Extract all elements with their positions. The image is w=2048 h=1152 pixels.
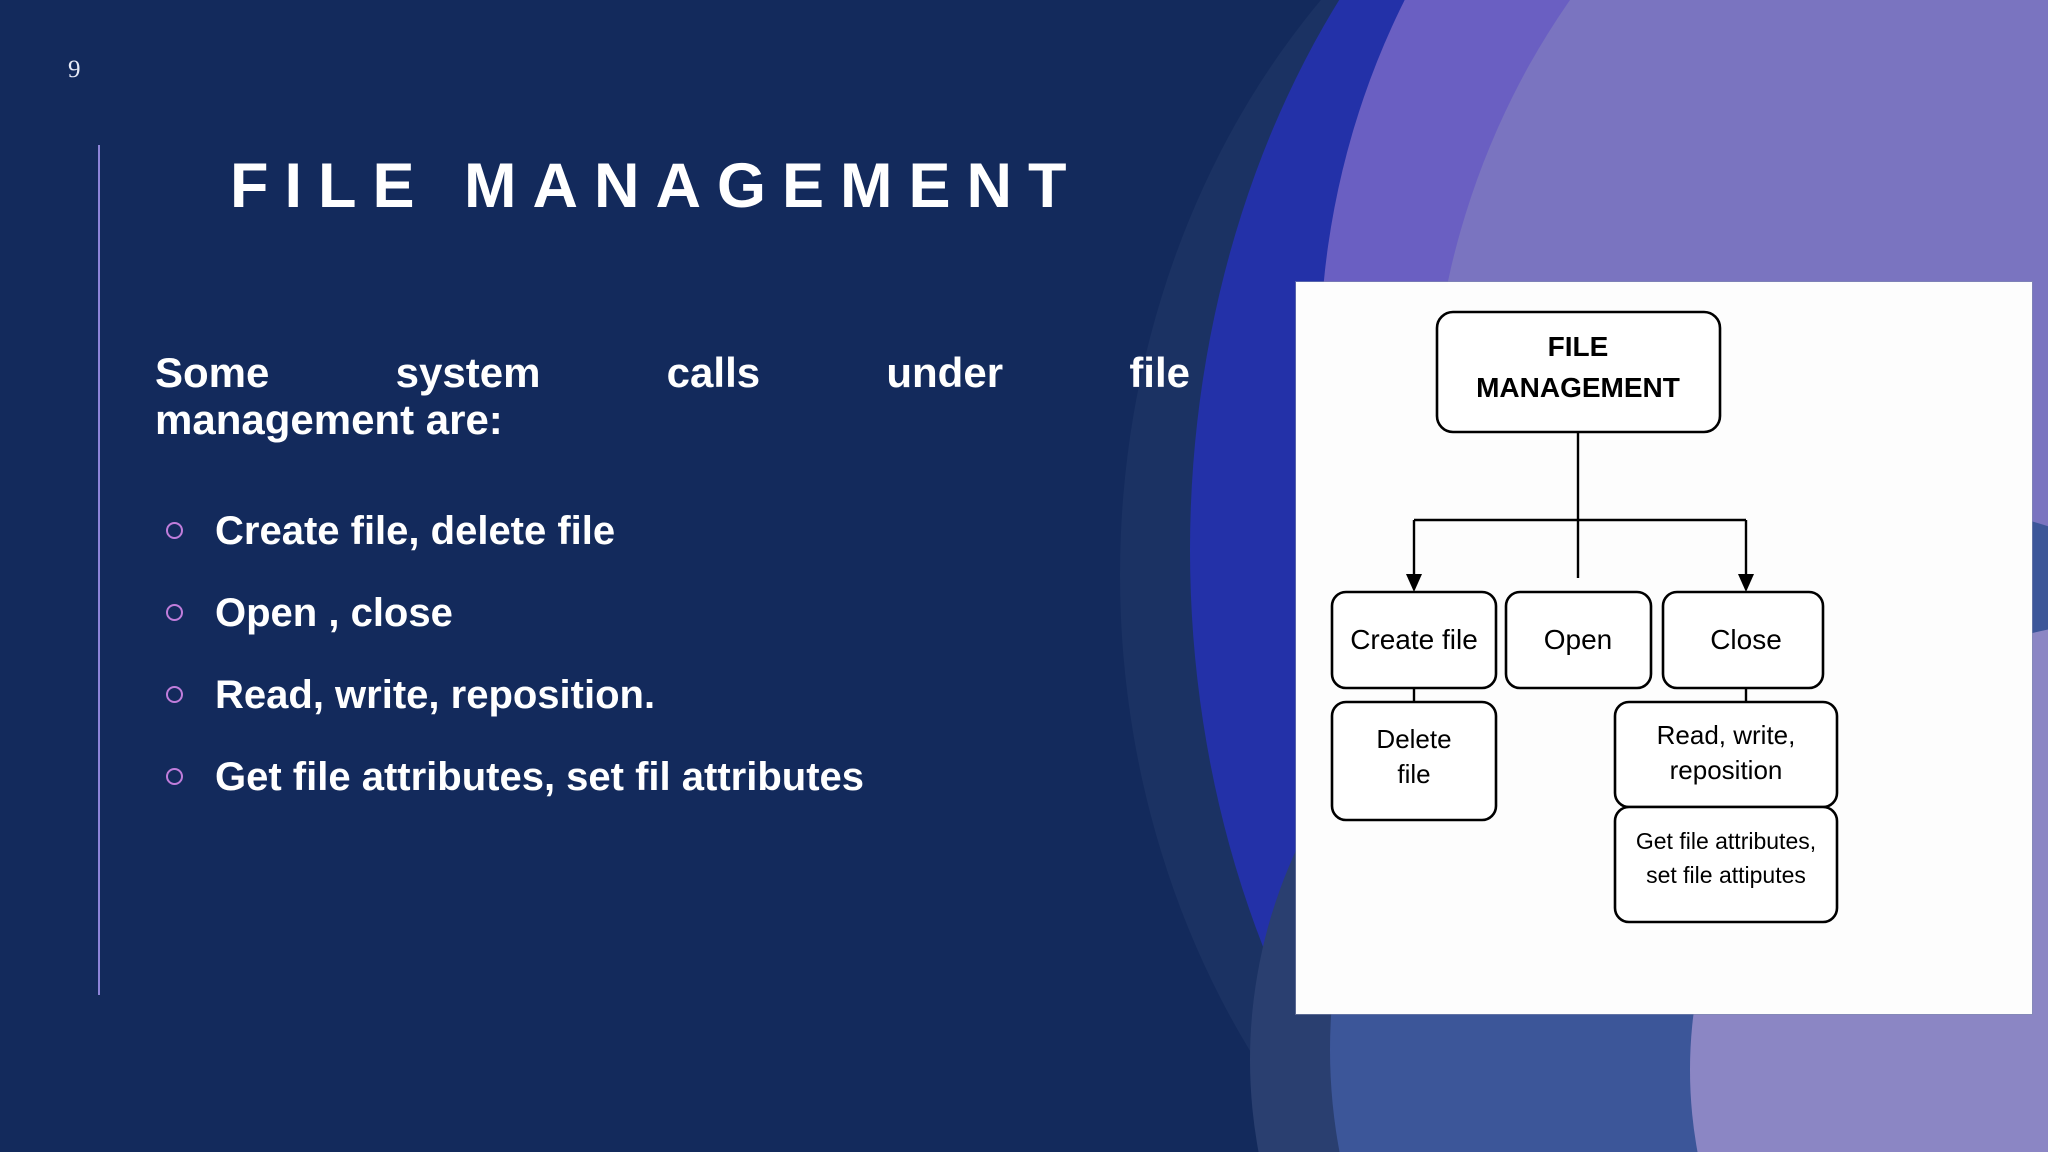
list-item: Read, write, reposition. xyxy=(155,654,1255,736)
list-item: Create file, delete file xyxy=(155,490,1255,572)
bullet-circle-icon xyxy=(166,686,183,703)
node-delete-file-line-1: Delete xyxy=(1376,724,1451,754)
node-file-management-line-1: FILE xyxy=(1548,331,1609,362)
node-file-management xyxy=(1435,310,1722,434)
decorative-circle-slate-top xyxy=(1390,0,2048,330)
node-close-label: Close xyxy=(1710,624,1782,655)
lead-paragraph: Some system calls under file management … xyxy=(155,349,1190,443)
list-item-label: Read, write, reposition. xyxy=(215,673,656,717)
node-create-file xyxy=(1330,590,1498,690)
bullet-circle-icon xyxy=(166,604,183,621)
bullet-circle-icon xyxy=(166,768,183,785)
arrowhead-close xyxy=(1738,574,1754,592)
node-read-write-reposition-line-1: Read, write, xyxy=(1657,720,1796,750)
diagram-panel: FILE MANAGEMENT Create file Open Close D… xyxy=(1296,282,2032,1014)
file-management-tree-diagram: FILE MANAGEMENT Create file Open Close D… xyxy=(1330,310,1839,924)
node-file-management-line-2: MANAGEMENT xyxy=(1476,372,1680,403)
accent-rule-divider xyxy=(98,145,100,995)
list-item-label: Open , close xyxy=(215,591,453,635)
node-get-set-file-attributes-line-1: Get file attributes, xyxy=(1636,828,1816,854)
list-item-label: Create file, delete file xyxy=(215,509,616,553)
page-number: 9 xyxy=(68,56,81,83)
arrowhead-create-file xyxy=(1406,574,1422,592)
node-open xyxy=(1504,590,1653,690)
node-get-set-file-attributes xyxy=(1613,805,1839,924)
node-get-set-file-attributes-line-2: set file attiputes xyxy=(1646,862,1806,888)
node-open-label: Open xyxy=(1544,624,1613,655)
list-item-label: Get file attributes, set fil attributes xyxy=(215,755,865,799)
bullet-list: Create file, delete file Open , close Re… xyxy=(155,490,1255,818)
list-item: Get file attributes, set fil attributes xyxy=(155,736,1255,818)
bullet-circle-icon xyxy=(166,522,183,539)
list-item: Open , close xyxy=(155,572,1255,654)
node-close xyxy=(1661,590,1825,690)
node-delete-file xyxy=(1330,700,1498,822)
node-delete-file-line-2: file xyxy=(1397,759,1430,789)
lead-paragraph-line-2: management are: xyxy=(155,396,503,444)
node-create-file-label: Create file xyxy=(1350,624,1478,655)
decorative-circle-grey-top xyxy=(1480,0,2048,200)
page-title: FILE MANAGEMENT xyxy=(230,151,1083,221)
node-read-write-reposition-line-2: reposition xyxy=(1670,755,1783,785)
lead-paragraph-line-1: Some system calls under file xyxy=(155,349,1190,396)
